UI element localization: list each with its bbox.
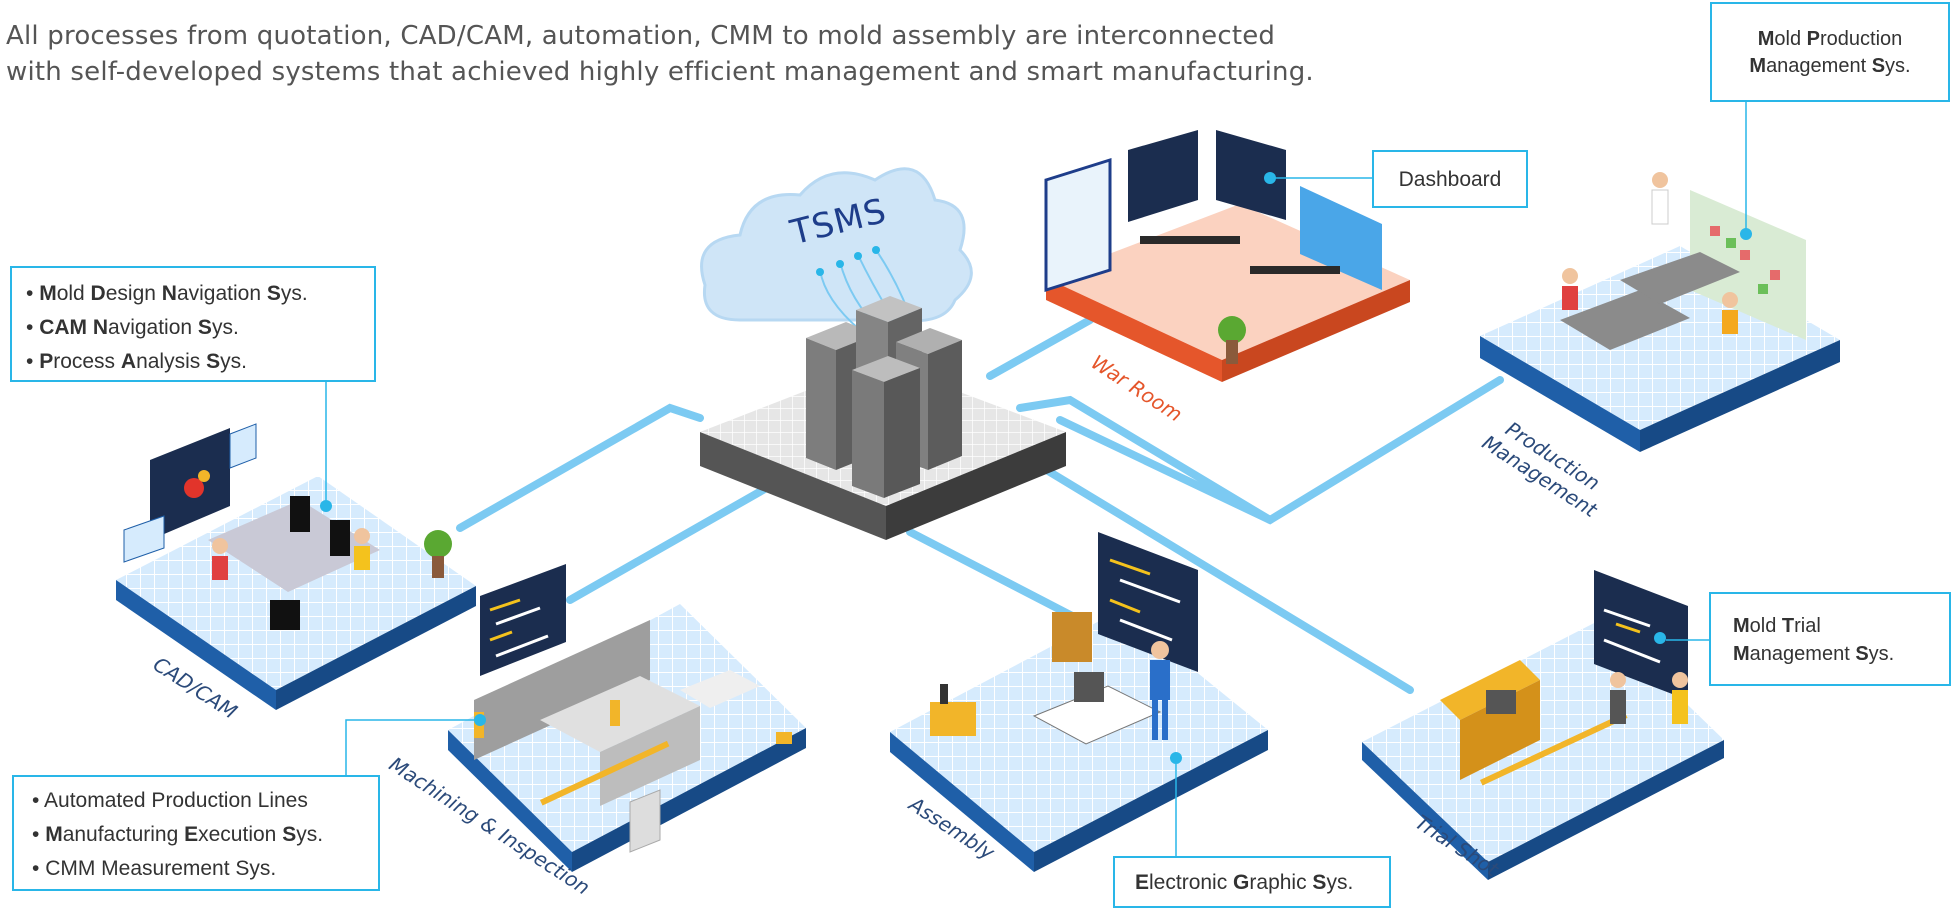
callout-dashboard: Dashboard bbox=[1372, 150, 1528, 208]
callout-leaders bbox=[325, 102, 1747, 856]
worker-icon bbox=[1610, 672, 1688, 724]
callout-item: • Manufacturing Execution Sys. bbox=[32, 823, 324, 846]
network-connections bbox=[456, 316, 1504, 694]
code-screen-icon bbox=[1098, 532, 1198, 672]
machining-platform bbox=[448, 564, 806, 872]
link-machining bbox=[566, 482, 774, 604]
callout-line: Management Sys. bbox=[1733, 643, 1895, 665]
desk-icon bbox=[1140, 236, 1340, 274]
link-production-upper bbox=[1016, 395, 1274, 524]
connector-dot bbox=[474, 714, 486, 726]
callout-mold-production-management: Mold Production Management Sys. bbox=[1710, 2, 1950, 102]
headline-line-2: with self-developed systems that achieve… bbox=[6, 57, 1314, 87]
callout-item: • CMM Measurement Sys. bbox=[32, 857, 277, 880]
connector-dot bbox=[1170, 752, 1182, 764]
workbench-icon bbox=[1032, 672, 1162, 745]
connector-dot bbox=[1264, 172, 1276, 184]
design-screen-icon bbox=[123, 423, 257, 563]
tool-cabinet-icon bbox=[1052, 612, 1092, 662]
plant-icon bbox=[1218, 316, 1246, 364]
cloud-icon bbox=[700, 167, 973, 331]
connector-dot bbox=[1654, 632, 1666, 644]
code-screen-icon bbox=[1594, 570, 1688, 700]
cadcam-platform bbox=[116, 423, 476, 710]
safety-rail bbox=[1479, 712, 1628, 786]
connector-dot bbox=[320, 500, 332, 512]
kanban-board-icon bbox=[1690, 190, 1806, 340]
forklift-icon bbox=[930, 684, 976, 736]
callout-line: Mold Trial bbox=[1733, 615, 1821, 637]
callout-item: • Process Analysis Sys. bbox=[26, 350, 247, 373]
callout-item: • Mold Design Navigation Sys. bbox=[26, 282, 308, 305]
link-cadcam bbox=[456, 403, 704, 532]
page-headline: All processes from quotation, CAD/CAM, a… bbox=[6, 18, 1406, 90]
connector-dot bbox=[1740, 228, 1752, 240]
code-screen-icon bbox=[480, 564, 566, 676]
workstation-icon bbox=[208, 496, 380, 630]
callout-machining-systems: • Automated Production Lines • Manufactu… bbox=[12, 775, 380, 891]
production-platform bbox=[1480, 172, 1840, 452]
link-warroom bbox=[986, 316, 1094, 380]
plant-icon bbox=[424, 530, 452, 578]
monitor-wall-icon bbox=[1044, 130, 1382, 293]
link-production bbox=[1056, 376, 1504, 525]
callout-mold-trial-management: Mold Trial Management Sys. bbox=[1709, 592, 1951, 686]
link-assembly bbox=[906, 528, 1084, 624]
callout-cadcam-systems: • Mold Design Navigation Sys. • CAM Navi… bbox=[10, 266, 376, 382]
callout-electronic-graphic: Electronic Graphic Sys. bbox=[1113, 856, 1391, 908]
worker-icon bbox=[1150, 641, 1170, 740]
war-room-platform bbox=[1044, 130, 1410, 382]
injection-machine-icon bbox=[1440, 660, 1540, 780]
safety-rail bbox=[539, 740, 670, 806]
server-hub bbox=[700, 296, 1066, 540]
worker-icon bbox=[1562, 172, 1738, 334]
headline-line-1: All processes from quotation, CAD/CAM, a… bbox=[6, 21, 1276, 51]
assembly-platform bbox=[890, 532, 1268, 872]
office-desks-icon bbox=[1560, 252, 1740, 350]
storage-rack-icon bbox=[474, 620, 650, 760]
trial-shot-platform bbox=[1362, 570, 1724, 880]
callout-item: • CAM Navigation Sys. bbox=[26, 316, 239, 339]
callout-item: • Automated Production Lines bbox=[32, 789, 308, 812]
link-trial bbox=[1026, 456, 1414, 694]
callout-line: Mold Production bbox=[1757, 28, 1903, 50]
server-icon bbox=[806, 296, 962, 498]
callout-line: Management Sys. bbox=[1749, 55, 1911, 77]
